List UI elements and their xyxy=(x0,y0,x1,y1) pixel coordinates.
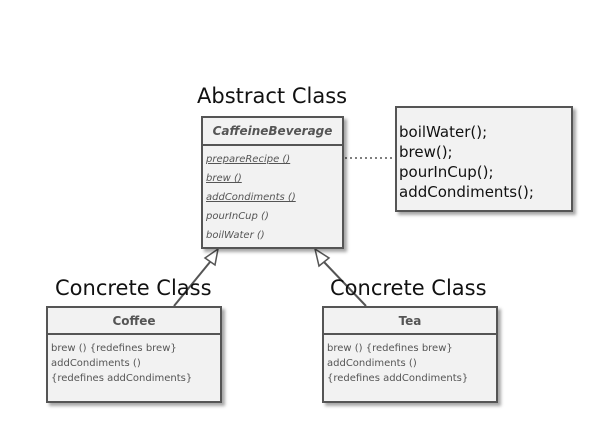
note-line-pour-in-cup: pourInCup(); xyxy=(399,163,494,181)
recipe-note[interactable]: boilWater(); brew(); pourInCup(); addCon… xyxy=(395,106,573,212)
operation-note: {redefines addCondiments} xyxy=(327,373,469,384)
class-name: Tea xyxy=(324,308,496,335)
class-name: CaffeineBeverage xyxy=(203,118,342,146)
operations-compartment: prepareRecipe () brew () addCondiments (… xyxy=(203,146,342,245)
concrete-class-label-left: Concrete Class xyxy=(55,276,212,300)
operation-brew: brew () {redefines brew} xyxy=(51,343,177,354)
operations-compartment: brew () {redefines brew} addCondiments (… xyxy=(324,335,496,386)
coffee-inheritance-line xyxy=(173,261,211,307)
tea-inheritance-line xyxy=(323,261,367,307)
operation-pour-in-cup: pourInCup () xyxy=(206,211,269,222)
tea-inheritance-arrowhead xyxy=(313,247,331,268)
operation-prepare-recipe: prepareRecipe () xyxy=(206,154,291,165)
operation-note: {redefines addCondiments} xyxy=(51,373,193,384)
operation-boil-water: boilWater () xyxy=(206,230,265,241)
note-line-brew: brew(); xyxy=(399,143,453,161)
caffeine-beverage-class[interactable]: CaffeineBeverage prepareRecipe () brew (… xyxy=(201,116,344,249)
operations-compartment: brew () {redefines brew} addCondiments (… xyxy=(48,335,220,386)
note-line-add-condiments: addCondiments(); xyxy=(399,183,534,201)
operation-add-condiments: addCondiments () xyxy=(327,358,417,369)
concrete-class-label-right: Concrete Class xyxy=(330,276,487,300)
coffee-inheritance-arrowhead xyxy=(203,247,220,267)
tea-class[interactable]: Tea brew () {redefines brew} addCondimen… xyxy=(322,306,498,403)
note-line-boil-water: boilWater(); xyxy=(399,123,488,141)
operation-brew: brew () xyxy=(206,173,242,184)
class-name: Coffee xyxy=(48,308,220,335)
operation-add-condiments: addCondiments () xyxy=(51,358,141,369)
operation-brew: brew () {redefines brew} xyxy=(327,343,453,354)
coffee-class[interactable]: Coffee brew () {redefines brew} addCondi… xyxy=(46,306,222,403)
abstract-class-label: Abstract Class xyxy=(197,84,348,108)
operation-add-condiments: addCondiments () xyxy=(206,192,296,203)
